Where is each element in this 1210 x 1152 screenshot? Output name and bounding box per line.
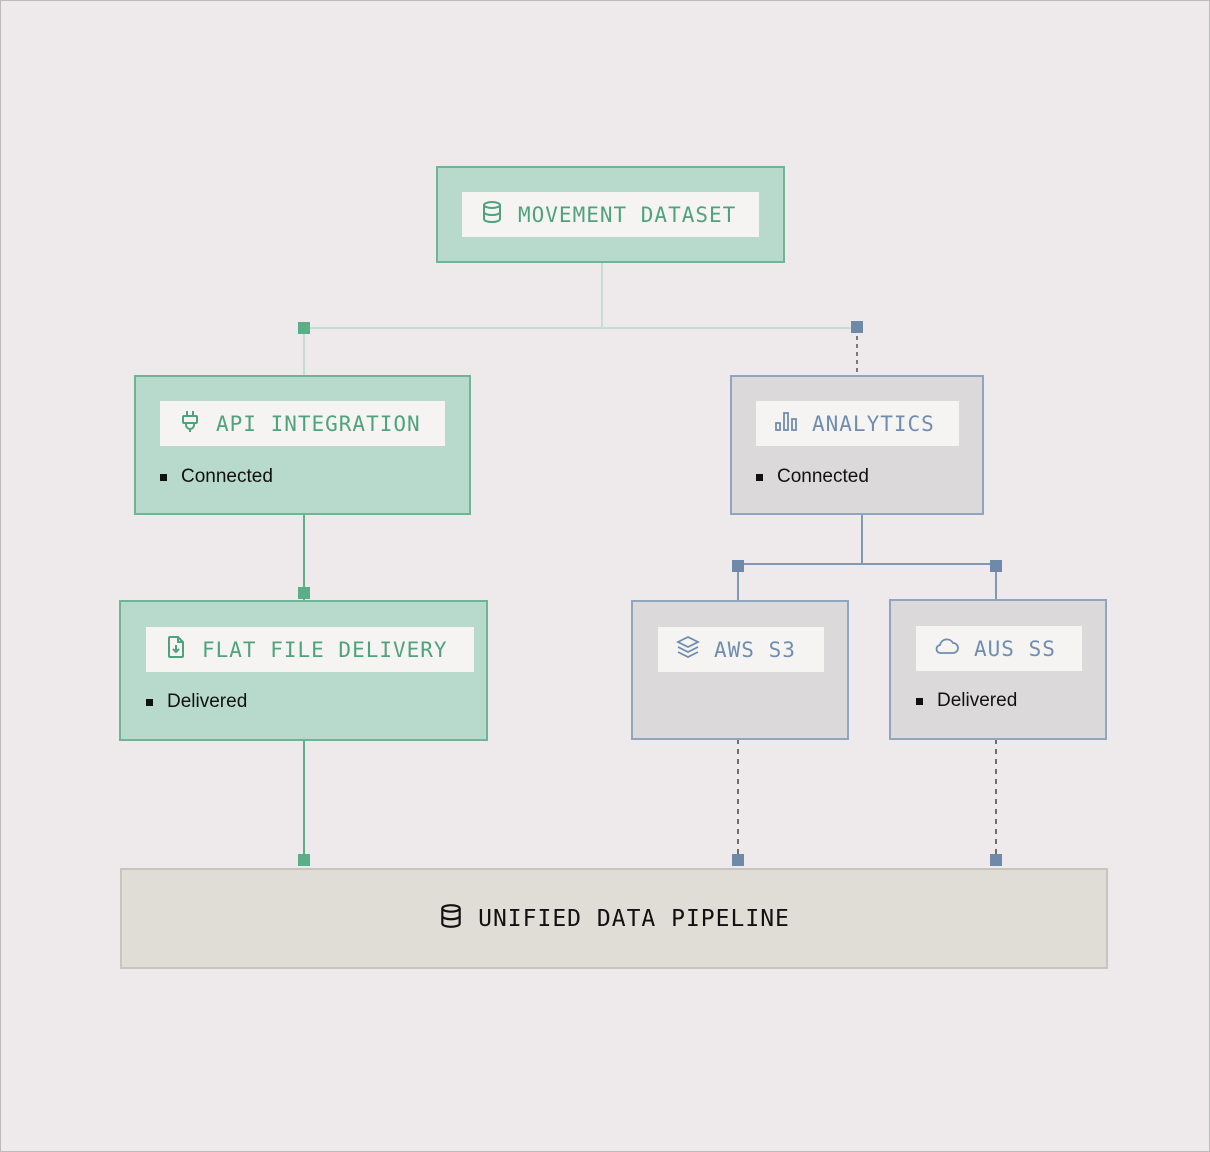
connector-node [990, 854, 1002, 866]
analytics-label-box: ANALYTICS [756, 401, 959, 446]
status-bullet [160, 473, 167, 481]
connector-node [298, 322, 310, 334]
api-integration-node[interactable]: API INTEGRATION Connected [134, 375, 471, 515]
connector-node [732, 854, 744, 866]
status-indicator: Connected [756, 466, 869, 488]
database-icon [480, 200, 504, 229]
node-title: AUS SS [974, 636, 1056, 661]
movement-dataset-node[interactable]: MOVEMENT DATASET [436, 166, 785, 263]
cloud-icon [934, 634, 960, 663]
status-indicator: Delivered [916, 690, 1017, 712]
node-title: API INTEGRATION [216, 411, 421, 436]
connector-node [990, 560, 1002, 572]
status-bullet [756, 473, 763, 481]
node-title: AWS S3 [714, 637, 796, 662]
aus-ss-node[interactable]: AUS SS Delivered [889, 599, 1107, 740]
flat-file-delivery-label-box: FLAT FILE DELIVERY [146, 627, 474, 672]
status-text: Delivered [167, 691, 248, 712]
connector-node [298, 587, 310, 599]
status-indicator: Connected [160, 466, 273, 488]
file-download-icon [164, 635, 188, 664]
node-title: FLAT FILE DELIVERY [202, 637, 448, 662]
flat-file-delivery-node[interactable]: FLAT FILE DELIVERY Delivered [119, 600, 488, 741]
database-icon [438, 903, 464, 935]
connector-node [851, 321, 863, 333]
status-text: Connected [181, 466, 273, 487]
node-title: UNIFIED DATA PIPELINE [478, 905, 790, 932]
aws-s3-node[interactable]: AWS S3 [631, 600, 849, 740]
movement-dataset-label-box: MOVEMENT DATASET [462, 192, 759, 237]
plug-icon [178, 409, 202, 438]
analytics-node[interactable]: ANALYTICS Connected [730, 375, 984, 515]
bar-chart-icon [774, 409, 798, 438]
layers-icon [675, 635, 701, 664]
status-bullet [146, 698, 153, 706]
status-text: Connected [777, 466, 869, 487]
connector-node [298, 854, 310, 866]
aus-ss-label-box: AUS SS [916, 626, 1082, 671]
node-title: MOVEMENT DATASET [518, 202, 737, 227]
unified-pipeline-node[interactable]: UNIFIED DATA PIPELINE [120, 868, 1108, 969]
unified-pipeline-label: UNIFIED DATA PIPELINE [122, 870, 1106, 967]
api-integration-label-box: API INTEGRATION [160, 401, 445, 446]
node-title: ANALYTICS [812, 411, 935, 436]
status-indicator: Delivered [146, 691, 247, 713]
status-text: Delivered [937, 690, 1018, 711]
status-bullet [916, 697, 923, 705]
connector-node [732, 560, 744, 572]
aws-s3-label-box: AWS S3 [658, 627, 824, 672]
